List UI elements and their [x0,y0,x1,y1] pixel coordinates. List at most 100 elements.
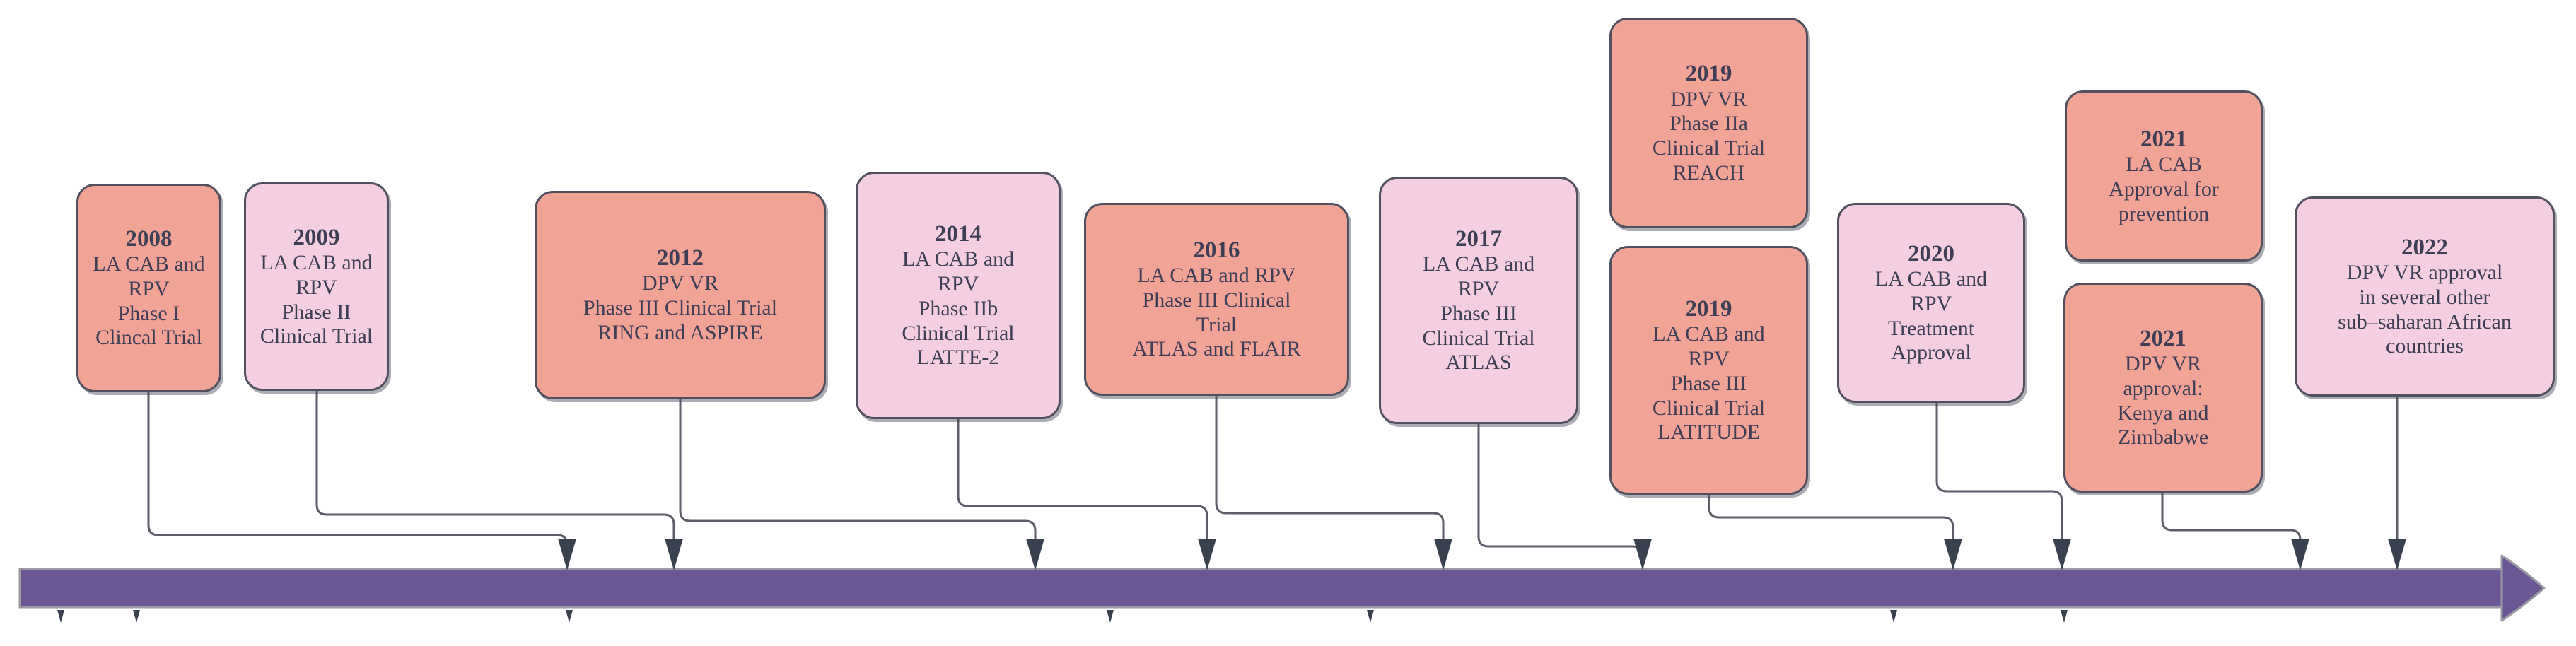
event-text-line: RPV [937,271,979,295]
event-text-line: LATITUDE [1657,421,1760,445]
event-text-line: Phase IIa [1669,112,1748,136]
event-year: 2017 [1455,225,1502,252]
event-text-line: LA CAB and [1875,267,1988,291]
event-text-line: Clinical Trial [260,324,373,348]
event-text-line: RPV [1457,276,1500,300]
timeline-tick [566,610,573,623]
connector-arrowhead-icon [2291,539,2309,570]
event-year: 2021 [2140,126,2187,152]
event-text-line: Trial [1196,312,1237,336]
event-text-line: in several other [2359,285,2490,309]
event-text-line: DPV VR [1670,87,1747,111]
event-text-line: Phase III Clinical Trial [583,296,778,320]
event-year: 2020 [1908,240,1954,266]
connector-line [1215,396,1445,540]
connector-arrowhead-icon [1434,539,1452,570]
connector-arrowhead-icon [1026,539,1044,570]
event-text-line: RPV [1688,346,1730,370]
event-year: 2014 [935,221,981,247]
event-text-line: Zimbabwe [2117,425,2209,450]
event-text-line: DPV VR approval [2346,261,2503,285]
timeline-tick [133,610,140,623]
event-text-line: countries [2386,334,2464,358]
timeline-tick [1367,610,1374,623]
event-text-line: DPV VR [641,271,719,295]
event-text-line: RPV [1910,291,1952,315]
connector-arrowhead-icon [1198,539,1216,570]
event-text-line: Clinical Trial [902,321,1015,345]
event-year: 2022 [2401,234,2448,260]
event-text-line: Clinical Trial [1422,326,1535,350]
connector-line [679,399,1037,540]
event-text-line: LA CAB and RPV [1137,264,1296,288]
event-text-line: ATLAS [1445,351,1512,375]
event-text-line: Approval for [2109,177,2219,201]
event-text-line: RING and ASPIRE [598,321,763,345]
event-text-line: Phase III Clinical [1142,288,1291,312]
event-text-line: Kenya and [2117,401,2209,425]
connector-line [147,392,569,546]
event-text-line: Clinical Trial [1652,396,1766,420]
event-year: 2019 [1685,61,1732,87]
event-text-line: Clincal Trial [95,326,202,350]
connector-arrowhead-icon [1633,539,1652,570]
event-text-line: Phase IIb [918,296,998,320]
connector-arrowhead-icon [2053,539,2071,570]
event-text-line: LA CAB and [93,252,205,276]
event-text-line: LA CAB and [1422,252,1535,276]
event-text-line: sub–saharan African [2338,310,2512,334]
event-text-line: RPV [296,275,337,299]
connector-arrowhead-icon [665,539,683,570]
connector-line [2161,493,2302,541]
timeline-tick [1890,610,1897,623]
event-text-line: REACH [1672,160,1745,184]
event-text-line: LA CAB and [260,251,373,275]
event-text-line: Phase II [281,300,351,324]
event-text-line: RPV [128,276,170,300]
event-year: 2009 [293,224,340,250]
timeline-bar [18,568,2507,609]
event-text-line: Phase III [1440,301,1517,325]
event-text-line: approval: [2123,376,2203,400]
connector-line [1935,403,2063,540]
event-year: 2019 [1685,295,1732,322]
event-text-line: Phase I [117,301,180,325]
event-year: 2016 [1193,237,1240,263]
event-text-line: LA CAB and [1653,322,1765,346]
event-text-line: LA CAB and [902,247,1015,271]
event-year: 2008 [125,225,173,252]
timeline-event-box-2008Clincal Trial: 2008LA CAB andRPVPhase IClincal Trial [76,184,221,392]
connector-line [957,419,1208,540]
timeline-event-box-2009Clinical Trial: 2009LA CAB andRPVPhase IIClinical Trial [244,182,389,391]
timeline-arrow-tip-icon [2500,554,2546,622]
event-text-line: Clinical Trial [1652,136,1766,160]
event-text-line: Treatment [1887,316,1975,340]
connector-arrowhead-icon [2388,539,2406,570]
timeline-tick [57,610,64,623]
connector-line [1708,495,1954,540]
event-text-line: DPV VR [2124,352,2202,376]
connector-arrowhead-icon [1944,539,1962,570]
event-text-line: Approval [1891,341,1971,365]
timeline-tick [2061,610,2068,623]
timeline-event-box-2012RING and ASPIRE: 2012DPV VRPhase III Clinical TrialRING a… [535,191,826,399]
timeline-event-box-2016ATLAS and FLAIR: 2016LA CAB and RPVPhase III ClinicalTria… [1084,203,1349,396]
connector-arrowhead-icon [558,539,576,570]
event-text-line: Phase III [1670,371,1747,395]
event-year: 2012 [657,245,704,271]
event-text-line: LATTE-2 [916,346,1000,370]
timeline-tick [1107,610,1114,623]
event-text-line: ATLAS and FLAIR [1132,337,1301,361]
event-text-line: LA CAB [2126,152,2202,176]
connector-line [315,391,675,540]
